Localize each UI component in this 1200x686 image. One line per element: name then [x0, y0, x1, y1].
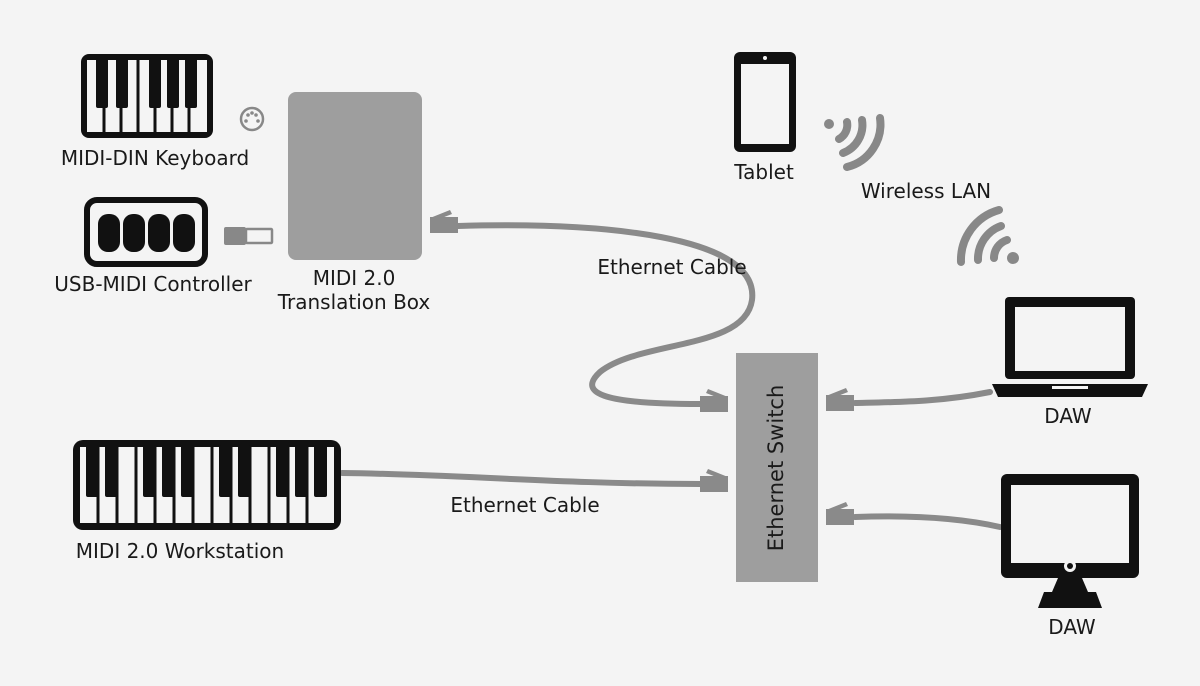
translation-box-label-line1: MIDI 2.0 — [313, 266, 396, 290]
usb-plug-icon — [224, 227, 274, 245]
ethernet-cable-label-bottom: Ethernet Cable — [450, 493, 599, 517]
ethernet-cable-label-top: Ethernet Cable — [597, 255, 746, 279]
rj45-plug-icon — [700, 469, 728, 492]
cable-laptop-to-switch — [852, 389, 993, 406]
rj45-plug-icon — [826, 502, 854, 525]
ethernet-switch: Ethernet Switch — [736, 353, 818, 582]
workstation-label: MIDI 2.0 Workstation — [76, 539, 284, 563]
monitor-icon — [1001, 474, 1139, 608]
din-connector-icon — [239, 106, 265, 132]
rj45-plug-icon — [826, 388, 854, 411]
laptop-icon — [992, 297, 1148, 397]
cable-translation-box-to-switch — [455, 222, 756, 407]
daw-laptop-label: DAW — [1044, 404, 1092, 428]
ethernet-switch-label: Ethernet Switch — [764, 385, 788, 552]
translation-box-label-line2: Translation Box — [277, 290, 431, 314]
wifi-icon — [824, 114, 885, 171]
piano-keyboard-icon — [73, 440, 341, 530]
usb-midi-controller-label: USB-MIDI Controller — [54, 272, 252, 296]
piano-keyboard-icon — [81, 54, 213, 138]
midi-din-keyboard-label: MIDI-DIN Keyboard — [61, 146, 249, 170]
rj45-plug-icon — [430, 210, 458, 233]
tablet-icon — [734, 52, 796, 152]
cable-monitor-to-switch — [852, 513, 1003, 530]
wireless-lan-label: Wireless LAN — [861, 179, 991, 203]
rj45-plug-icon — [700, 389, 728, 412]
daw-monitor-label: DAW — [1048, 615, 1096, 639]
cable-workstation-to-switch — [339, 470, 703, 487]
tablet-label: Tablet — [733, 160, 794, 184]
translation-box — [288, 92, 422, 260]
wifi-icon — [956, 206, 1019, 266]
usb-midi-controller-icon — [84, 197, 208, 267]
